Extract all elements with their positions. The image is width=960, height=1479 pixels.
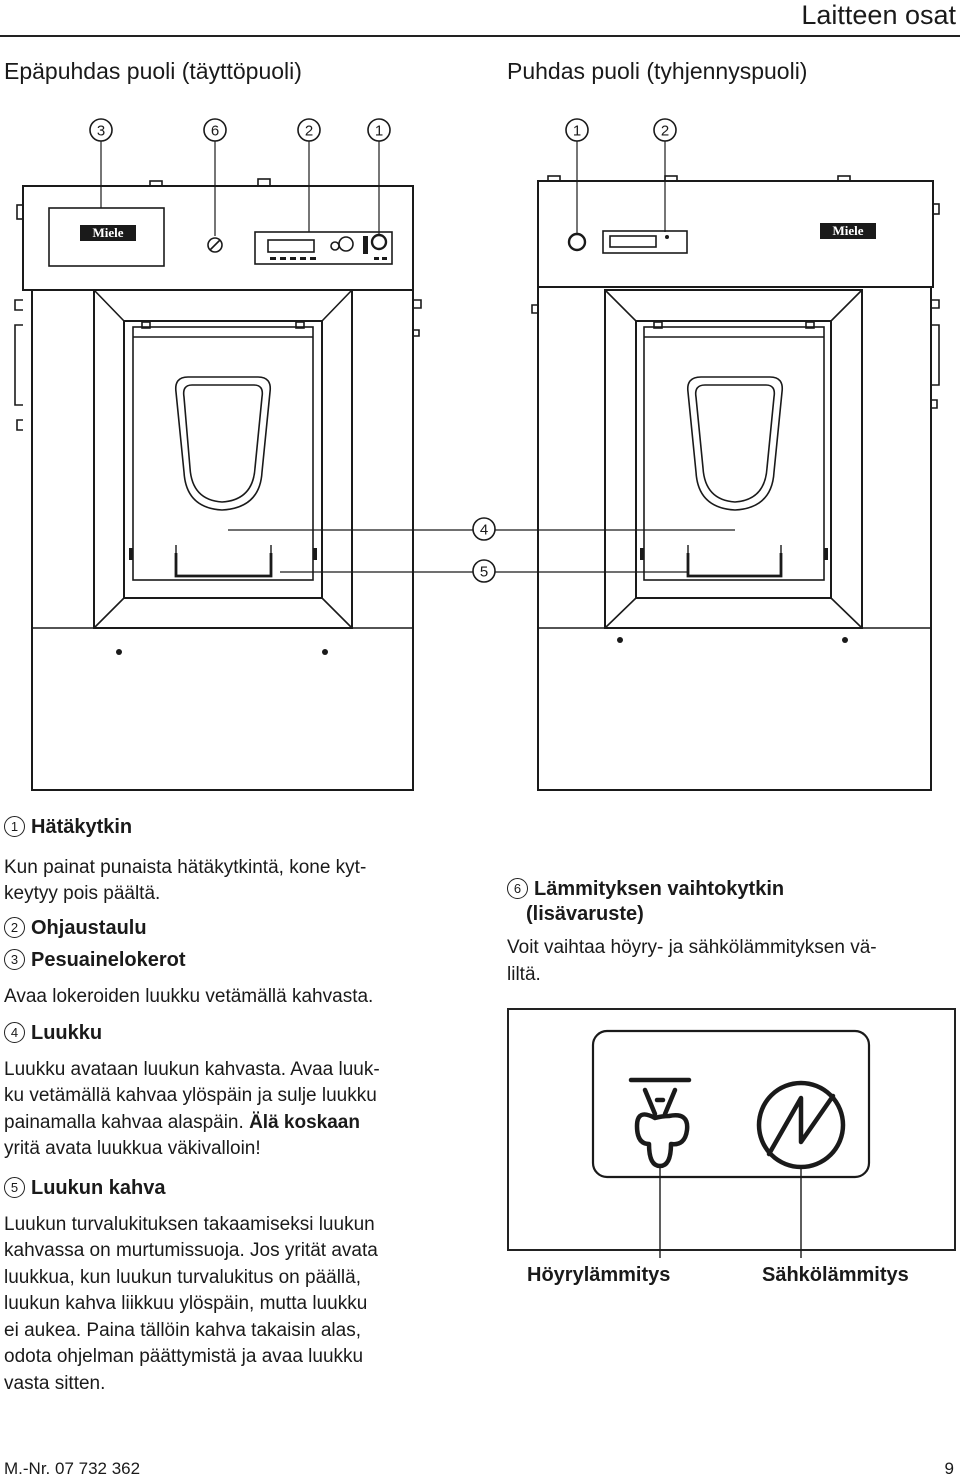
callout-2-right-label: 2: [661, 123, 669, 140]
callout-5-label: 5: [480, 564, 488, 581]
callout-5: 5: [472, 559, 496, 583]
item-number: 6: [507, 878, 528, 899]
emergency-switch-line-1: Kun painat punaista hätäkytkintä, kone k…: [4, 856, 367, 878]
callout-1-right-label: 1: [573, 123, 581, 140]
miele-logo-left: Miele: [92, 225, 123, 240]
callout-6: 6: [203, 118, 227, 142]
item-number: 3: [4, 949, 25, 970]
door-line-1: Luukku avataan luukun kahvasta. Avaa luu…: [4, 1058, 380, 1080]
door-warning-bold: Älä koskaan: [249, 1111, 360, 1133]
door-line-3: painamalla kahvaa alaspäin. Älä koskaan: [4, 1111, 360, 1133]
door-handle-line-4: luukun kahva liikkuu ylöspäin, mutta luu…: [4, 1293, 368, 1314]
heating-selector-plate: [591, 1029, 871, 1179]
heating-switch-line-1: Voit vaihtaa höyry- ja sähkölämmityksen …: [507, 937, 877, 958]
dirty-side-title: Epäpuhdas puoli (täyttöpuoli): [4, 58, 302, 84]
door-line-4: yritä avata luukkua väkivalloin!: [4, 1138, 261, 1159]
left-callouts: 3 6 2 1 1 2 4 5: [89, 118, 677, 583]
callout-4-label: 4: [480, 522, 488, 539]
door-handle-line-2: kahvassa on murtumissuoja. Jos yrität av…: [4, 1240, 378, 1261]
electric-heating-icon: [756, 1080, 846, 1170]
callout-1-label: 1: [375, 123, 383, 140]
header-divider: [0, 35, 960, 37]
callout-2-right: 2: [653, 118, 677, 142]
door-right-icon: [686, 376, 784, 511]
steam-heating-label: Höyrylämmitys: [527, 1264, 671, 1286]
door-handle-line-5: ei aukea. Paina tällöin kahva takaisin a…: [4, 1319, 362, 1341]
detergent-drawer-icon: [48, 207, 165, 267]
emergency-stop-icon: [370, 233, 388, 251]
item-number: 4: [4, 1022, 25, 1043]
door-handle-icon: [174, 553, 273, 578]
callout-1: 1: [367, 118, 391, 142]
door-icon: [174, 376, 272, 511]
steam-heating-icon: [628, 1077, 692, 1169]
door-handle-line-1: Luukun turvalukituksen takaamiseksi luuk…: [4, 1213, 375, 1235]
leader-lines: [100, 141, 735, 573]
callout-2-label: 2: [305, 123, 313, 140]
emergency-switch-line-2: keytyy pois päältä.: [4, 883, 161, 904]
part-number: M.-Nr. 07 732 362: [4, 1459, 141, 1478]
detergent-drawers-line-1: Avaa lokeroiden luukku vetämällä kahvast…: [4, 985, 374, 1007]
heating-panel-illustration: [591, 1029, 871, 1258]
callout-3: 3: [89, 118, 113, 142]
miele-logo-right: Miele: [832, 223, 863, 238]
heating-switch-icon: [207, 237, 223, 253]
item-number: 2: [4, 917, 25, 938]
door-handle-right-icon: [686, 553, 783, 578]
page-number: 9: [944, 1459, 954, 1478]
callout-1-right: 1: [565, 118, 589, 142]
electric-heating-label: Sähkölämmitys: [762, 1264, 909, 1286]
door-line-2: ku vetämällä kahvaa ylöspäin ja sulje lu…: [4, 1085, 377, 1106]
callout-6-label: 6: [211, 123, 219, 140]
door-handle-line-7: vasta sitten.: [4, 1372, 106, 1394]
display-right-icon: [602, 230, 688, 254]
heading-heating-switch-accessory: (lisävaruste): [526, 902, 644, 925]
door-handle-line-3: luukkua, kun luukun turvalukitus on pääl…: [4, 1266, 362, 1288]
heating-panel-frame: [507, 1008, 956, 1251]
clean-side-machine: Miele: [531, 175, 940, 791]
callout-2: 2: [297, 118, 321, 142]
control-panel-icon: [254, 231, 393, 265]
item-number: 5: [4, 1177, 25, 1198]
callout-4: 4: [472, 517, 496, 541]
callout-3-label: 3: [97, 123, 105, 140]
item-number: 1: [4, 816, 25, 837]
door-handle-line-6: odota ohjelman päättymistä ja avaa luukk…: [4, 1346, 364, 1367]
dirty-side-machine: Miele: [14, 178, 422, 791]
page-header-title: Laitteen osat: [801, 0, 956, 30]
emergency-stop-right-icon: [567, 232, 587, 252]
heating-switch-line-2: liltä.: [507, 963, 541, 985]
machine-diagram: 3 6 2 1 1 2 4 5 Miele: [14, 118, 940, 791]
clean-side-title: Puhdas puoli (tyhjennyspuoli): [507, 58, 808, 84]
